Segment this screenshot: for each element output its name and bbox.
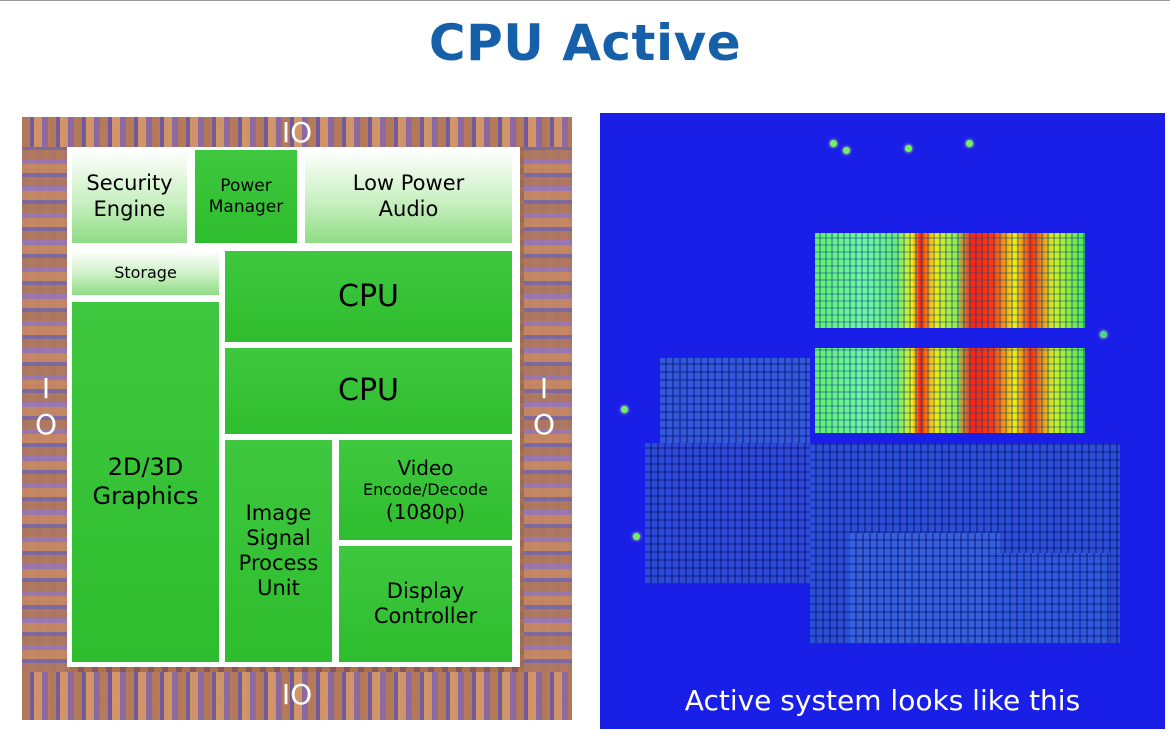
thermal-caption: Active system looks like this <box>684 684 1081 717</box>
video-subtitle: Encode/Decode <box>363 480 488 500</box>
storage-label: Storage <box>114 263 177 283</box>
power-manager-label: Power Manager <box>208 176 284 217</box>
io-label-right: I O <box>532 372 556 442</box>
video-block: Video Encode/Decode (1080p) <box>339 440 512 540</box>
cpu-block-2: CPU <box>225 348 512 434</box>
low-power-audio-block: Low Power Audio <box>305 150 512 243</box>
die-io-strip-top <box>22 117 572 147</box>
cpu-label-1: CPU <box>338 278 399 314</box>
low-power-audio-label: Low Power Audio <box>352 171 465 221</box>
hot-dot <box>830 140 837 147</box>
io-label-bottom: IO <box>281 678 313 711</box>
io-label-top: IO <box>281 117 313 149</box>
graphics-label: 2D/3D Graphics <box>92 453 199 510</box>
cpu-hotspot-1 <box>815 233 1085 328</box>
thermal-image: Active system looks like this <box>600 113 1165 729</box>
hot-dot <box>905 145 912 152</box>
storage-block: Storage <box>72 251 219 295</box>
security-engine-label: Security Engine <box>86 171 173 221</box>
die-io-strip-left <box>22 147 70 672</box>
display-controller-block: Display Controller <box>339 546 512 662</box>
cpu-label-2: CPU <box>338 373 399 408</box>
hot-dot <box>1100 331 1107 338</box>
top-rule <box>0 0 1170 1</box>
video-resolution: (1080p) <box>385 499 466 524</box>
chip-floorplan: IO IO I O I O Security Engine Power Mana… <box>22 117 572 720</box>
security-engine-block: Security Engine <box>72 150 187 243</box>
isp-label: Image Signal Process Unit <box>238 500 319 601</box>
thermal-region-display <box>990 553 1110 643</box>
hot-dot <box>621 406 628 413</box>
die-io-strip-bottom <box>22 672 572 720</box>
video-title: Video <box>397 456 454 481</box>
die-io-strip-right <box>524 147 572 672</box>
image-signal-process-unit-block: Image Signal Process Unit <box>225 440 332 662</box>
display-controller-label: Display Controller <box>373 578 478 628</box>
power-manager-block: Power Manager <box>195 150 297 243</box>
hot-dot <box>966 140 973 147</box>
core-frame: Security Engine Power Manager Low Power … <box>67 147 520 667</box>
cpu-hotspot-2 <box>815 348 1085 433</box>
hot-dot <box>843 147 850 154</box>
thermal-region-isp <box>850 533 1000 643</box>
page-title: CPU Active <box>428 14 742 72</box>
hot-dot <box>633 533 640 540</box>
thermal-region-storage <box>660 358 810 443</box>
io-label-left: I O <box>34 372 58 442</box>
cpu-block-1: CPU <box>225 251 512 342</box>
graphics-block: 2D/3D Graphics <box>72 302 219 662</box>
